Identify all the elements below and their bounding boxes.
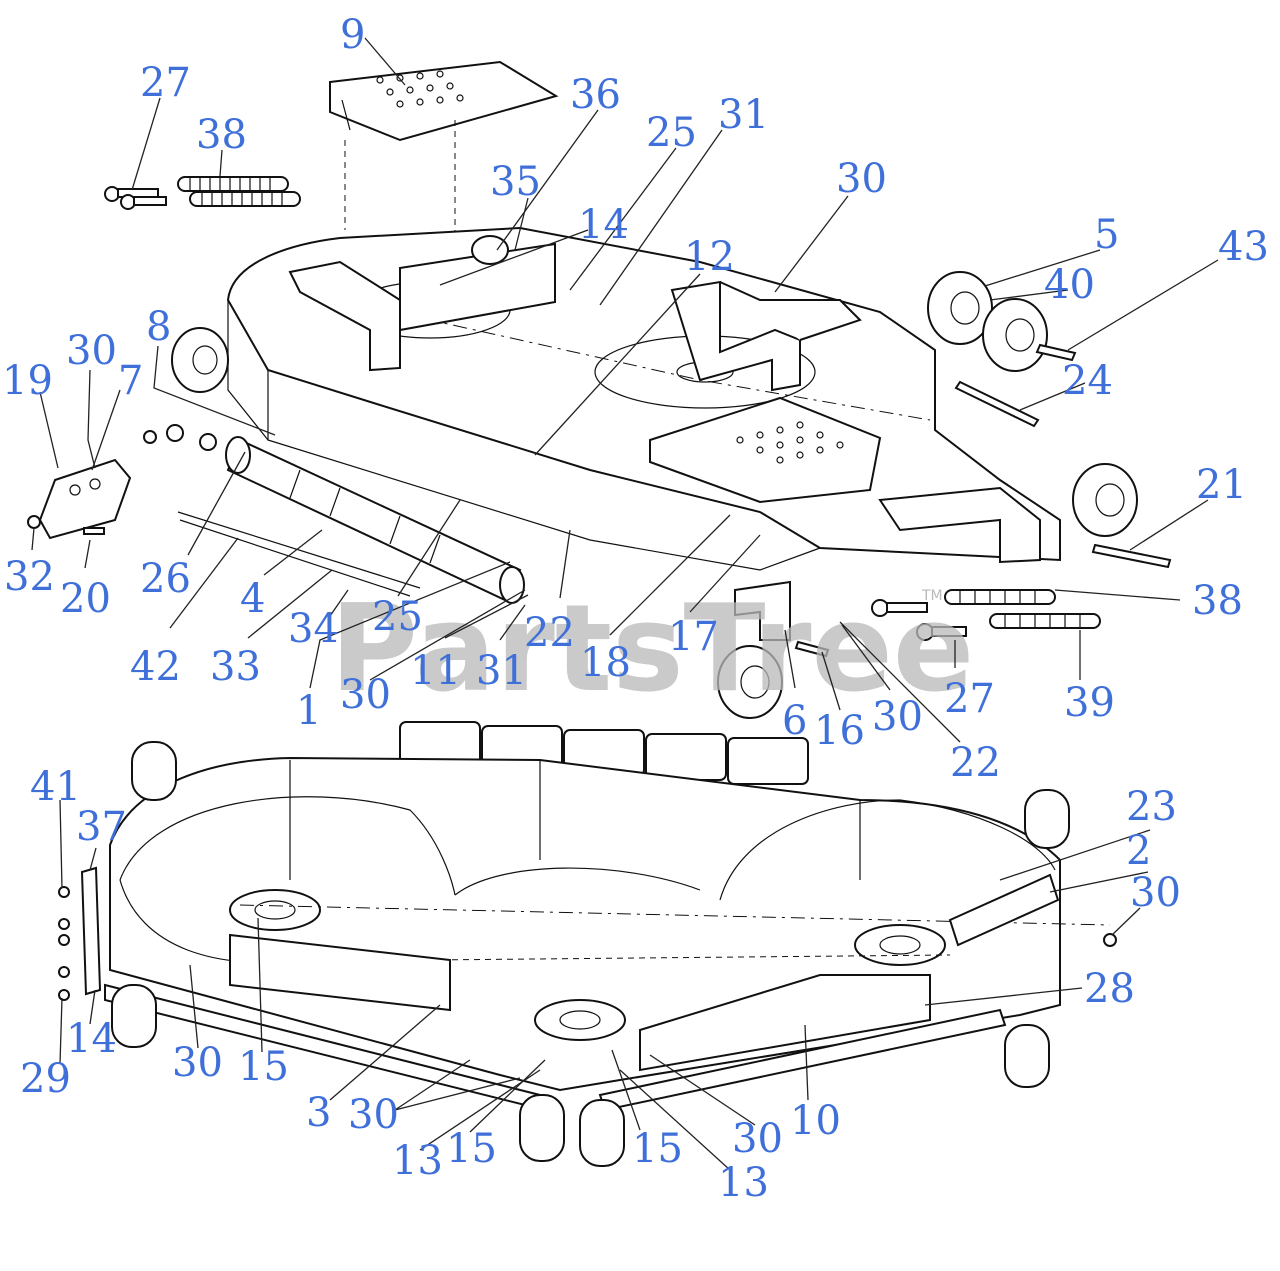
small-hardware-left bbox=[27, 424, 217, 535]
spindle-right bbox=[854, 924, 946, 966]
bolt-set-upper bbox=[104, 186, 167, 210]
callout-labels: 9 27 38 36 25 31 35 14 30 12 5 43 40 8 3… bbox=[2, 12, 1269, 1206]
callout-22: 22 bbox=[524, 610, 575, 656]
callout-35: 35 bbox=[490, 159, 541, 205]
side-guard-strip bbox=[80, 866, 102, 996]
callout-33: 33 bbox=[210, 644, 261, 690]
bolt-set-lower bbox=[871, 599, 967, 641]
callout-26: 26 bbox=[140, 556, 191, 602]
deck-wheel-lower-front bbox=[717, 645, 783, 719]
callout-24: 24 bbox=[1062, 358, 1113, 404]
callout-2: 2 bbox=[1126, 828, 1151, 874]
upper-deck-assembly bbox=[27, 60, 1172, 719]
callout-6: 6 bbox=[782, 698, 807, 744]
callout-10: 10 bbox=[790, 1098, 841, 1144]
nut-right bbox=[1103, 933, 1117, 947]
deck-step-plate bbox=[649, 396, 882, 504]
callout-1: 1 bbox=[296, 688, 321, 734]
rear-roller-bank bbox=[399, 721, 809, 785]
callout-13: 13 bbox=[392, 1138, 443, 1184]
right-discharge-baffle bbox=[948, 873, 1060, 947]
callout-18: 18 bbox=[580, 640, 631, 686]
deck-wheel-rear-right-2 bbox=[982, 298, 1048, 372]
right-frame-bracket bbox=[878, 486, 1041, 564]
right-baffle bbox=[639, 974, 931, 1072]
lower-deck-assembly bbox=[58, 721, 1117, 1167]
deck-wheel-upper-front bbox=[471, 235, 509, 265]
callout-9: 9 bbox=[340, 12, 365, 58]
hanger-bracket bbox=[670, 280, 801, 392]
watermark-trademark: TM bbox=[921, 588, 943, 604]
callout-7: 7 bbox=[118, 358, 143, 404]
callout-29: 29 bbox=[20, 1056, 71, 1102]
callout-17: 17 bbox=[668, 614, 719, 660]
anti-scalp-roller bbox=[225, 436, 525, 604]
spindle-center bbox=[534, 999, 626, 1041]
deck-wheel-lower-center-1 bbox=[519, 1094, 565, 1162]
deck-wheel-lower-center-2 bbox=[579, 1099, 625, 1167]
spring-set-lower bbox=[944, 589, 1101, 629]
callout-30: 30 bbox=[732, 1116, 783, 1162]
callout-36: 36 bbox=[570, 72, 621, 118]
callout-43: 43 bbox=[1218, 224, 1269, 270]
callout-12: 12 bbox=[684, 234, 735, 280]
callout-22: 22 bbox=[950, 740, 1001, 786]
callout-30: 30 bbox=[1130, 870, 1181, 916]
callout-37: 37 bbox=[76, 804, 127, 850]
callout-42: 42 bbox=[130, 644, 181, 690]
left-side-bracket bbox=[38, 458, 132, 540]
callout-30: 30 bbox=[872, 694, 923, 740]
callout-30: 30 bbox=[340, 672, 391, 718]
callout-30: 30 bbox=[172, 1040, 223, 1086]
callout-30: 30 bbox=[66, 328, 117, 374]
callout-19: 19 bbox=[2, 358, 53, 404]
callout-27: 27 bbox=[140, 60, 191, 106]
callout-16: 16 bbox=[814, 708, 865, 754]
leader-lines bbox=[31, 37, 1219, 1171]
callout-8: 8 bbox=[146, 304, 171, 350]
callout-27: 27 bbox=[944, 676, 995, 722]
callout-20: 20 bbox=[60, 576, 111, 622]
callout-11: 11 bbox=[410, 648, 461, 694]
callout-15: 15 bbox=[238, 1044, 289, 1090]
callout-39: 39 bbox=[1064, 680, 1115, 726]
callout-4: 4 bbox=[240, 576, 265, 622]
callout-25: 25 bbox=[372, 594, 423, 640]
callout-32: 32 bbox=[4, 554, 55, 600]
spring-set-upper bbox=[177, 176, 301, 207]
lower-mount-bracket bbox=[734, 580, 791, 641]
callout-15: 15 bbox=[446, 1126, 497, 1172]
callout-3: 3 bbox=[306, 1090, 331, 1136]
deck-wheel-lower-right-front bbox=[1004, 1024, 1050, 1088]
callout-41: 41 bbox=[30, 764, 81, 810]
spindle-left bbox=[229, 889, 321, 931]
callout-38: 38 bbox=[1192, 578, 1243, 624]
deck-wheel-lower-right-rear bbox=[1024, 789, 1070, 849]
callout-38: 38 bbox=[196, 112, 247, 158]
callout-21: 21 bbox=[1196, 462, 1247, 508]
deck-wheel-side-right bbox=[1072, 463, 1138, 537]
deck-wheel-lower-left-rear bbox=[131, 741, 177, 801]
callout-40: 40 bbox=[1044, 262, 1095, 308]
callout-23: 23 bbox=[1126, 784, 1177, 830]
hardware-column-left bbox=[58, 886, 70, 1001]
callout-5: 5 bbox=[1094, 212, 1119, 258]
callout-31: 31 bbox=[476, 648, 527, 694]
callout-31: 31 bbox=[718, 92, 769, 138]
callout-13: 13 bbox=[718, 1160, 769, 1206]
callout-34: 34 bbox=[288, 606, 339, 652]
callout-30: 30 bbox=[348, 1092, 399, 1138]
callout-28: 28 bbox=[1084, 966, 1135, 1012]
callout-30: 30 bbox=[836, 156, 887, 202]
deck-wheel-rear-right-1 bbox=[927, 271, 993, 345]
callout-15: 15 bbox=[632, 1126, 683, 1172]
deck-wheel-lower-left-front bbox=[111, 984, 157, 1048]
callout-25: 25 bbox=[646, 110, 697, 156]
callout-14: 14 bbox=[578, 202, 629, 248]
callout-14: 14 bbox=[66, 1016, 117, 1062]
deck-wheel-upper-left bbox=[171, 327, 229, 393]
left-baffle bbox=[229, 933, 451, 1012]
